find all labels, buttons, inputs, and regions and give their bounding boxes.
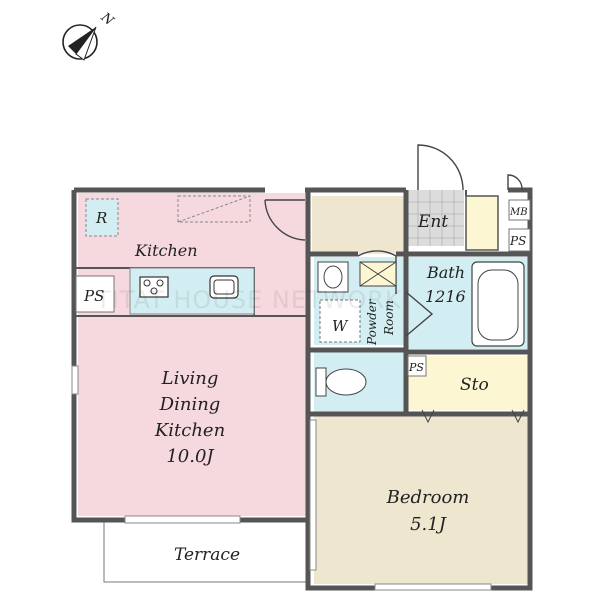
north-label: N [97,9,117,29]
bath-label: Bath [426,263,465,282]
storage-door-marks [421,409,525,424]
washbasin-icon [317,261,349,293]
ldk-size: 10.0J [166,446,215,467]
ps-box-small [407,355,427,377]
kitchen-label: Kitchen [134,241,198,260]
storage-label: Sto [460,375,489,395]
ldk-label-line1: Living [161,368,219,389]
refrigerator-label: R [95,209,107,227]
bedroom-area [314,416,528,584]
refrigerator-space [85,198,119,237]
storage-area [408,356,528,410]
ps-left-label: PS [83,287,104,305]
bathtub-icon [471,261,525,347]
powder-label-line2: Room [382,300,396,336]
ps-right-label: PS [509,234,526,248]
windows [71,365,492,591]
ldk-area [78,316,308,516]
mb-box [508,199,531,221]
stove-icon [139,276,169,298]
bedroom-size: 5.1J [410,514,448,535]
ldk-label-line2: Dining [159,394,221,415]
range-hood-icon [177,195,251,223]
doors [264,144,523,337]
water-heater-icon [359,261,397,287]
toilet-icon [315,367,367,397]
ps-small-label: PS [408,361,424,374]
ldk-label-line3: Kitchen [154,420,225,441]
ps-box-right [508,228,531,252]
shoe-closet [465,195,499,251]
terrace-label: Terrace [174,545,240,565]
bedroom-label: Bedroom [386,487,470,508]
entrance-tile-grid [406,190,464,246]
north-arrow-icon [62,24,98,61]
sink-icon [209,275,239,299]
powder-label-line1: Powder [365,298,379,346]
hall-area [312,196,406,254]
washer-label: W [332,317,349,335]
washer-space [319,299,361,343]
terrace-area [103,519,307,583]
entrance-label: Ent [417,212,448,232]
bath-size: 1216 [425,287,466,306]
ps-box-left [75,275,115,313]
watermark: TITAT HOUSE NETWORK [95,286,402,314]
mb-label: MB [509,207,528,218]
